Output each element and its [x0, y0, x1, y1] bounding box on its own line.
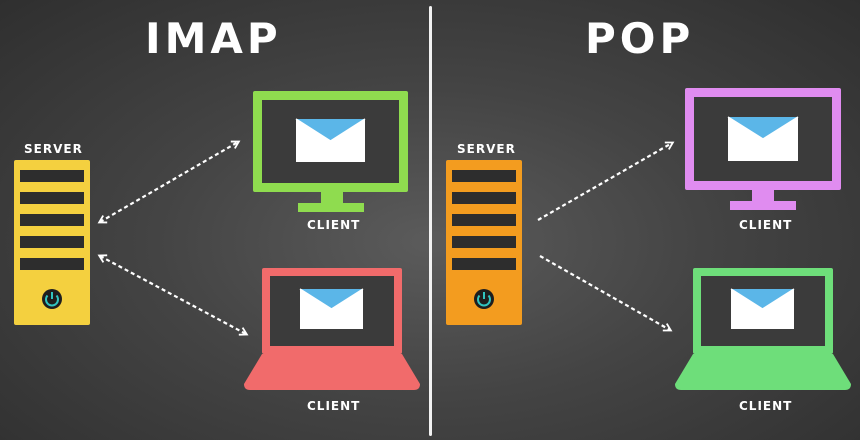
- pop-title: POP: [585, 14, 695, 63]
- pop-server-icon: [446, 160, 522, 325]
- pop-desktop-monitor-icon: [685, 88, 841, 210]
- imap-desktop-envelope-icon: [295, 118, 366, 162]
- pop-server-label: SERVER: [457, 142, 516, 156]
- imap-desktop-monitor-icon: [253, 91, 408, 212]
- pop-server-slots: [452, 170, 516, 270]
- imap-power-ring: [45, 294, 59, 307]
- imap-server-label: SERVER: [24, 142, 83, 156]
- imap-power-icon: [42, 289, 62, 309]
- imap-laptop-envelope-icon: [299, 288, 364, 329]
- imap-laptop-icon: [244, 268, 420, 390]
- imap-server-icon: [14, 160, 90, 325]
- imap-monitor-neck: [321, 192, 343, 203]
- pop-laptop-download-arrow: [539, 255, 673, 332]
- pop-desktop-client-label: CLIENT: [739, 218, 793, 232]
- imap-laptop-client-label: CLIENT: [307, 399, 361, 413]
- pop-laptop-base: [675, 354, 851, 390]
- center-divider: [429, 6, 432, 436]
- imap-desktop-sync-arrow: [97, 140, 241, 224]
- pop-laptop-icon: [675, 268, 851, 390]
- pop-monitor-neck: [752, 190, 774, 201]
- imap-title: IMAP: [145, 14, 282, 63]
- pop-power-icon: [474, 289, 494, 309]
- pop-monitor-base: [730, 201, 796, 210]
- imap-desktop-client-label: CLIENT: [307, 218, 361, 232]
- imap-monitor-base: [298, 203, 364, 212]
- pop-power-ring: [477, 294, 491, 307]
- imap-laptop-sync-arrow: [97, 254, 249, 336]
- pop-laptop-client-label: CLIENT: [739, 399, 793, 413]
- imap-server-slots: [20, 170, 84, 270]
- pop-desktop-envelope-icon: [727, 116, 799, 161]
- pop-desktop-download-arrow: [537, 141, 675, 221]
- imap-laptop-base: [244, 354, 420, 390]
- pop-laptop-envelope-icon: [730, 288, 795, 329]
